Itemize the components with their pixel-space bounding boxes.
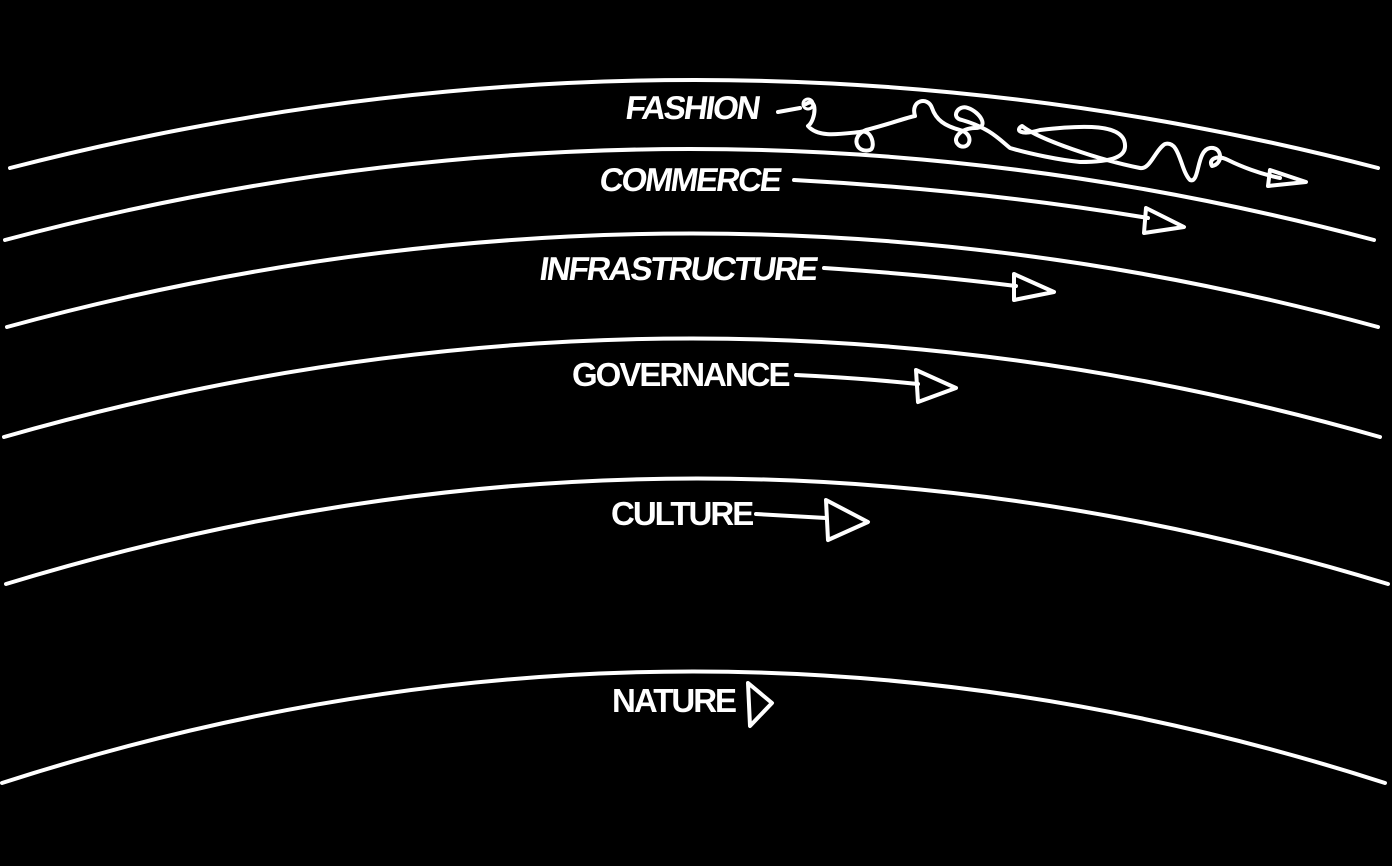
layer-label-nature: NATURE (612, 682, 737, 719)
commerce-arrow-icon (792, 178, 1186, 235)
culture-arrow-icon (754, 498, 870, 542)
governance-arrow-icon (794, 368, 958, 404)
layer-label-commerce: COMMERCE (597, 161, 783, 198)
layer-label-fashion: FASHION (623, 89, 762, 126)
layer-boundary-arc-3 (5, 231, 1380, 329)
layer-label-culture: CULTURE (611, 495, 754, 532)
fashion-wiggly-arrow-icon (776, 97, 1308, 188)
layer-label-infrastructure: INFRASTRUCTURE (537, 250, 819, 287)
layer-boundary-arc-2 (3, 147, 1376, 242)
layer-boundary-arc-4 (2, 336, 1382, 439)
layer-boundary-arc-6 (0, 669, 1387, 785)
layer-label-governance: GOVERNANCE (572, 356, 791, 393)
layer-boundary-arc-1 (8, 78, 1380, 170)
nature-arrowhead-icon (746, 681, 774, 728)
layer-boundary-arc-5 (4, 476, 1390, 586)
infrastructure-arrow-icon (822, 266, 1056, 302)
